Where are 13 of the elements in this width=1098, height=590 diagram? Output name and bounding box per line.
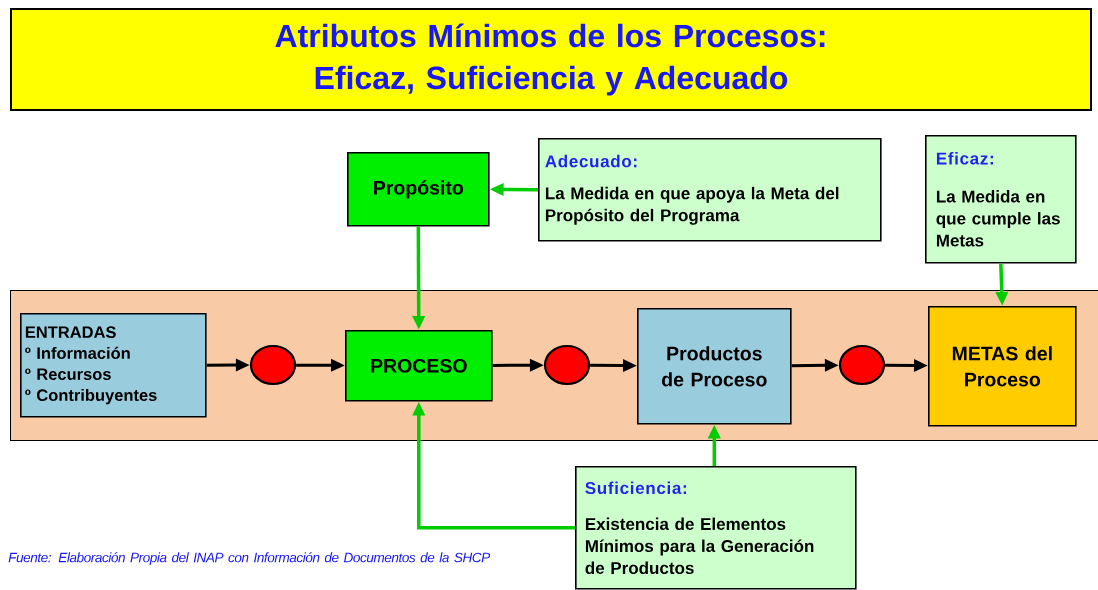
input-box: ENTRADAS º Información º Recursos º Contribuyentes: [20, 313, 207, 418]
connector-circle: [838, 344, 886, 386]
note-box: Suficiencia: Existencia de Elementos Mínimos para la Generación de Productos: [575, 466, 857, 590]
note-box: Adecuado: La Medida en que apoya la Meta del Propósito del Programa: [538, 138, 882, 242]
source-note: Fuente: Elaboración Propia del INAP con Información de Documentos de la SHCP: [8, 552, 491, 565]
output-box: Productos de Proceso: [637, 308, 792, 425]
connector-circle: [249, 344, 297, 386]
goal-box: METAS del Proceso: [928, 306, 1077, 427]
process-box: Propósito: [347, 152, 490, 227]
connector-circle: [543, 344, 591, 386]
note-box: Eficaz: La Medida en que cumple las Metas: [925, 135, 1077, 264]
process-box: PROCESO: [345, 330, 493, 402]
title-banner: Atributos Mínimos de los Procesos: Eficaz, Suficiencia y Adecuado: [10, 8, 1092, 111]
